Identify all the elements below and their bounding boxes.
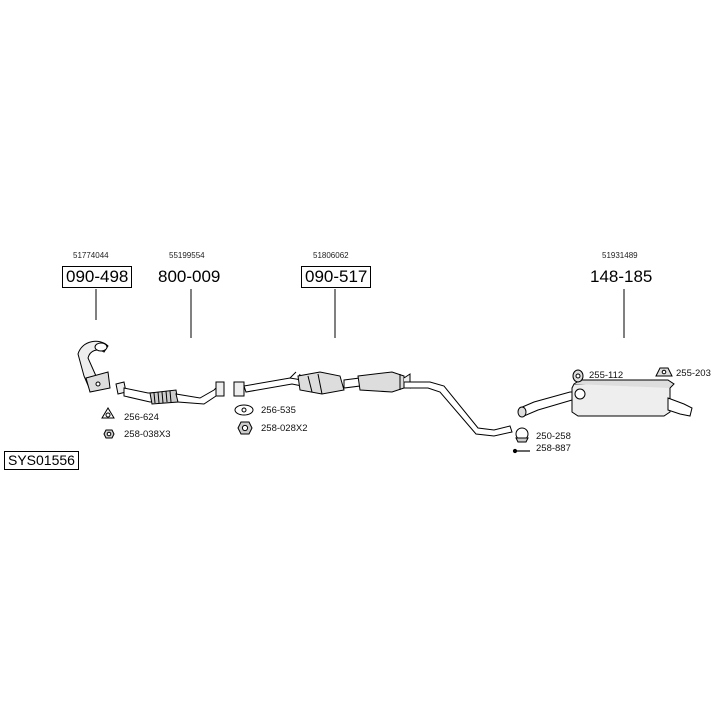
hardware-label[interactable]: 256-535 xyxy=(261,405,296,416)
oem-number: 51806062 xyxy=(313,251,349,260)
gasket-2-icon xyxy=(234,404,254,416)
rear-silencer-part xyxy=(517,379,693,418)
front-silencer-part xyxy=(233,371,513,437)
part-number[interactable]: 800-009 xyxy=(158,267,221,286)
part-number[interactable]: 148-185 xyxy=(590,267,653,286)
hardware-label[interactable]: 258-887 xyxy=(536,443,571,454)
oem-number: 51931489 xyxy=(602,251,638,260)
nut-1-icon xyxy=(103,429,115,439)
system-code: SYS01556 xyxy=(4,451,79,470)
rubber-mount-1-icon xyxy=(572,369,584,383)
rubber-mount-2-icon xyxy=(655,367,673,377)
hardware-label[interactable]: 255-203 xyxy=(676,368,711,379)
oem-number: 55199554 xyxy=(169,251,205,260)
catalytic-converter-part xyxy=(77,340,111,393)
nut-2-icon xyxy=(237,421,253,435)
oem-number: 51774044 xyxy=(73,251,109,260)
hardware-label[interactable]: 250-258 xyxy=(536,431,571,442)
hardware-label[interactable]: 258-028X2 xyxy=(261,423,308,434)
hardware-label[interactable]: 258-038X3 xyxy=(124,429,171,440)
clamp-icon xyxy=(515,427,529,443)
hardware-label[interactable]: 256-624 xyxy=(124,412,159,423)
part-number[interactable]: 090-498 xyxy=(62,266,133,288)
hardware-label[interactable]: 255-112 xyxy=(589,370,624,381)
gasket-1-icon xyxy=(101,407,115,419)
part-number[interactable]: 090-517 xyxy=(301,266,372,288)
flex-pipe-part xyxy=(115,381,225,405)
bolt-icon xyxy=(512,448,530,454)
